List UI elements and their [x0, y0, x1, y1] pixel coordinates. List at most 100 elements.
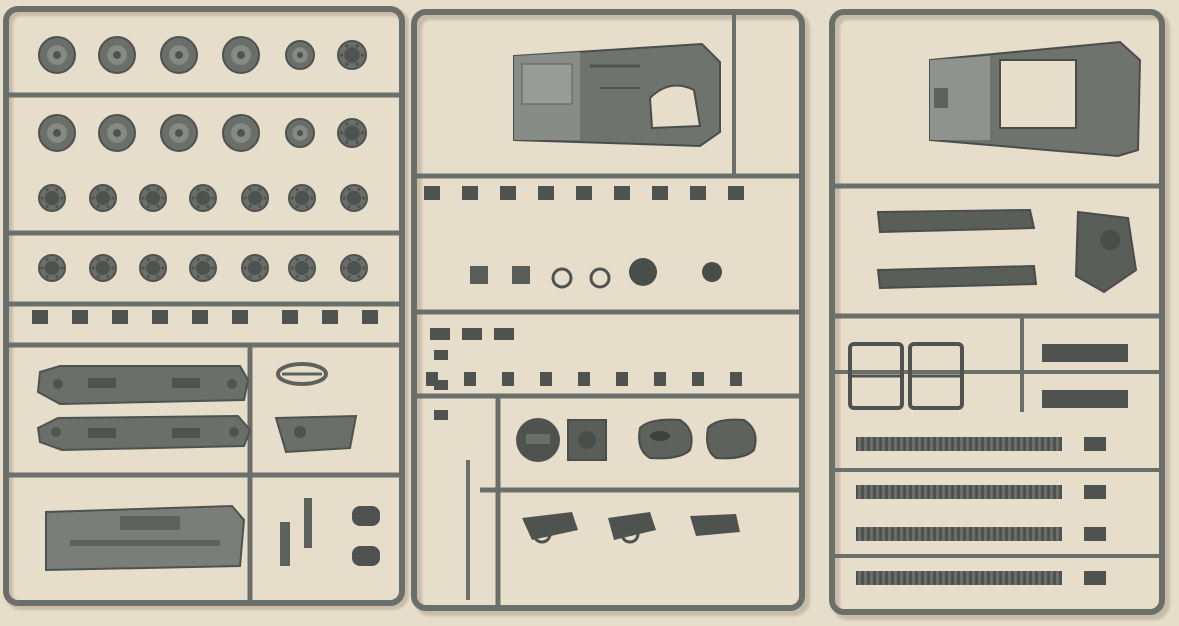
grille-parts	[1042, 344, 1128, 408]
rear-superstructure-part	[929, 40, 1142, 158]
idler-wheels-row-1	[38, 184, 368, 212]
track-link-frame-2	[908, 342, 964, 410]
track-run	[856, 571, 1106, 585]
middle-sprue-frame	[411, 9, 810, 616]
road-wheels-row-1	[38, 36, 367, 74]
track-end-link	[1084, 485, 1106, 499]
track-end-link	[1084, 571, 1106, 585]
track-link-frame-1	[848, 342, 904, 410]
idler-wheel	[139, 254, 167, 282]
small-part	[282, 310, 298, 324]
track-end-link	[1084, 437, 1106, 451]
track-runs	[856, 437, 1106, 585]
helmet-parts	[470, 258, 722, 289]
small-part	[500, 186, 516, 200]
small-part	[362, 310, 378, 324]
road-wheel	[337, 118, 367, 148]
small-part	[540, 372, 552, 386]
barrel-parts	[280, 498, 380, 566]
idler-wheel	[89, 254, 117, 282]
idler-wheels-row-2	[38, 254, 368, 282]
road-wheels-row-2	[38, 114, 367, 152]
small-part	[322, 310, 338, 324]
right-frame-rail	[829, 9, 1165, 615]
small-part	[502, 372, 514, 386]
small-part	[576, 186, 592, 200]
small-part	[434, 350, 448, 360]
track-run	[856, 527, 1106, 541]
right-sprue-frame	[829, 9, 1170, 620]
small-part	[652, 186, 668, 200]
track-pin-cluster	[462, 328, 482, 340]
road-wheel	[38, 114, 76, 152]
track-run	[856, 437, 1106, 451]
road-wheel	[222, 36, 260, 74]
idler-wheel	[340, 254, 368, 282]
small-part	[72, 310, 88, 324]
gun-mount-parts	[522, 512, 740, 544]
idler-wheel	[288, 184, 316, 212]
left-small-parts	[32, 310, 378, 324]
small-part	[32, 310, 48, 324]
track-pin-cluster	[430, 328, 450, 340]
small-part	[578, 372, 590, 386]
idler-wheel	[189, 184, 217, 212]
hatch-disc-1	[516, 418, 560, 462]
small-part	[464, 372, 476, 386]
small-part	[690, 186, 706, 200]
idler-wheel	[189, 254, 217, 282]
hull-side-plate-upper	[36, 365, 250, 406]
road-wheel	[285, 118, 315, 148]
small-part	[424, 186, 440, 200]
small-part	[730, 372, 742, 386]
idler-wheel	[139, 184, 167, 212]
small-part	[192, 310, 208, 324]
small-part	[654, 372, 666, 386]
small-part	[152, 310, 168, 324]
idler-wheel	[241, 184, 269, 212]
small-part	[434, 380, 448, 390]
road-wheel	[160, 36, 198, 74]
cupola-part-2	[706, 418, 757, 460]
hull-front-plate	[274, 414, 358, 454]
idler-wheel	[89, 184, 117, 212]
small-part	[462, 186, 478, 200]
idler-wheel	[38, 254, 66, 282]
road-wheel	[98, 36, 136, 74]
hull-side-plate-lower	[36, 414, 252, 452]
left-frame-rail	[3, 6, 405, 606]
fender-part-2	[876, 264, 1038, 290]
track-end-link	[1084, 527, 1106, 541]
idler-wheel	[288, 254, 316, 282]
superstructure-hull-part	[513, 42, 721, 148]
small-part	[112, 310, 128, 324]
middle-small-parts	[424, 186, 744, 420]
track-run	[856, 485, 1106, 499]
left-sprue-frame	[3, 6, 409, 610]
small-part	[232, 310, 248, 324]
small-part	[692, 372, 704, 386]
hatch-frame-part	[276, 362, 328, 386]
middle-frame-rail	[411, 9, 805, 611]
road-wheel	[222, 114, 260, 152]
idler-wheel	[241, 254, 269, 282]
idler-wheel	[38, 184, 66, 212]
track-pin-cluster	[494, 328, 514, 340]
small-part	[728, 186, 744, 200]
hatch-square	[567, 419, 607, 461]
cupola-part-1	[638, 418, 693, 460]
hull-floor-plate	[45, 504, 246, 572]
small-part	[614, 186, 630, 200]
small-part	[616, 372, 628, 386]
road-wheel	[337, 40, 367, 70]
small-part	[538, 186, 554, 200]
fender-part-1	[876, 208, 1036, 234]
small-part	[434, 410, 448, 420]
road-wheel	[98, 114, 136, 152]
road-wheel	[160, 114, 198, 152]
gun-mantlet-part	[1074, 210, 1138, 294]
idler-wheel	[340, 184, 368, 212]
road-wheel	[38, 36, 76, 74]
road-wheel	[285, 40, 315, 70]
